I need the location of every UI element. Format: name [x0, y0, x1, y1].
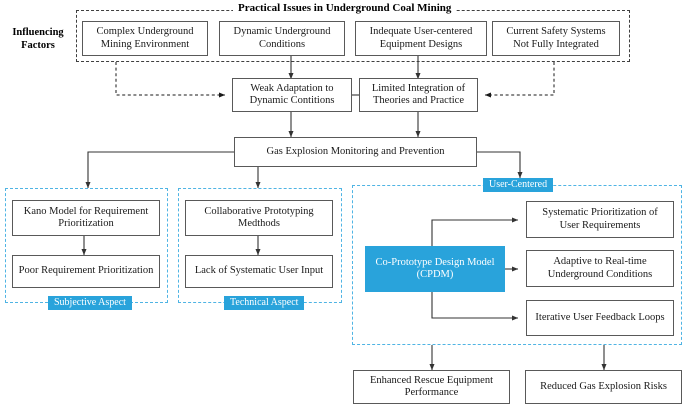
outcome-label: Systematic Prioritization of User Requir… [542, 207, 658, 231]
edge-f4-p2-dashed [484, 62, 555, 98]
factor-box-dynamic-underground-conditions[interactable]: Dynamic Underground Conditions [219, 21, 345, 56]
subjective-box-kano-model[interactable]: Kano Model for Requirement Prioritizatio… [12, 200, 160, 236]
tag-technical-aspect: Technical Aspect [224, 296, 305, 310]
technical-label: Collaborative Prototyping Medthods [204, 205, 314, 229]
technical-label: Lack of Systematic User Input [194, 265, 324, 277]
core-box-gas-explosion-monitoring-and-prevention[interactable]: Gas Explosion Monitoring and Prevention [234, 137, 477, 167]
subjective-label: Kano Model for Requirement Prioritizatio… [23, 205, 149, 229]
factor-box-complex-underground-mining-environment[interactable]: Complex Underground Mining Environment [82, 21, 208, 56]
factor-label: Complex Underground Mining Environment [96, 26, 194, 50]
cpdm-label: Co-Prototype Design Model (CPDM) [375, 256, 495, 280]
factor-box-indequate-user-centered-equipment-designs[interactable]: Indequate User-centered Equipment Design… [355, 21, 487, 56]
edge-f1-p1-dashed [115, 62, 226, 98]
diagram-title: Practical Issues in Underground Coal Min… [233, 2, 457, 14]
result-box-reduced-gas-explosion-risks[interactable]: Reduced Gas Explosion Risks [525, 370, 682, 404]
factor-label: Indequate User-centered Equipment Design… [369, 26, 473, 50]
subjective-label: Poor Requirement Prioritization [18, 265, 154, 277]
edge-core-usercentered [477, 151, 523, 179]
core-label: Gas Explosion Monitoring and Prevention [266, 145, 445, 157]
outcome-label: Iterative User Feedback Loops [535, 311, 665, 323]
result-box-enhanced-rescue-equipment-performance[interactable]: Enhanced Rescue Equipment Performance [353, 370, 510, 404]
subjective-box-poor-requirement-prioritization[interactable]: Poor Requirement Prioritization [12, 255, 160, 288]
result-label: Reduced Gas Explosion Risks [540, 380, 667, 392]
cpdm-box-co-prototype-design-model[interactable]: Co-Prototype Design Model (CPDM) [365, 246, 505, 292]
outcome-label: Adaptive to Real-time Underground Condit… [547, 256, 653, 280]
problem-label: Weak Adaptation to Dynamic Contitions [249, 82, 335, 106]
influencing-factors-label: Influencing Factors [12, 27, 64, 52]
factor-label: Current Safety Systems Not Fully Integra… [506, 26, 606, 50]
technical-box-lack-of-systematic-user-input[interactable]: Lack of Systematic User Input [185, 255, 333, 288]
tag-subjective-aspect: Subjective Aspect [48, 296, 132, 310]
tag-user-centered: User-Centered [483, 178, 554, 192]
edge-core-subjective [85, 151, 234, 189]
outcome-box-iterative-user-feedback-loops[interactable]: Iterative User Feedback Loops [526, 300, 674, 336]
outcome-box-systematic-prioritization[interactable]: Systematic Prioritization of User Requir… [526, 201, 674, 238]
problem-box-weak-adaptation[interactable]: Weak Adaptation to Dynamic Contitions [232, 78, 352, 112]
factor-label: Dynamic Underground Conditions [233, 26, 331, 50]
outcome-box-adaptive-real-time[interactable]: Adaptive to Real-time Underground Condit… [526, 250, 674, 287]
problem-label: Limited Integration of Theories and Prac… [371, 82, 466, 106]
factor-box-current-safety-systems-not-fully-integrated[interactable]: Current Safety Systems Not Fully Integra… [492, 21, 620, 56]
problem-box-limited-integration[interactable]: Limited Integration of Theories and Prac… [359, 78, 478, 112]
technical-box-collaborative-prototyping-methods[interactable]: Collaborative Prototyping Medthods [185, 200, 333, 236]
result-label: Enhanced Rescue Equipment Performance [369, 374, 494, 398]
